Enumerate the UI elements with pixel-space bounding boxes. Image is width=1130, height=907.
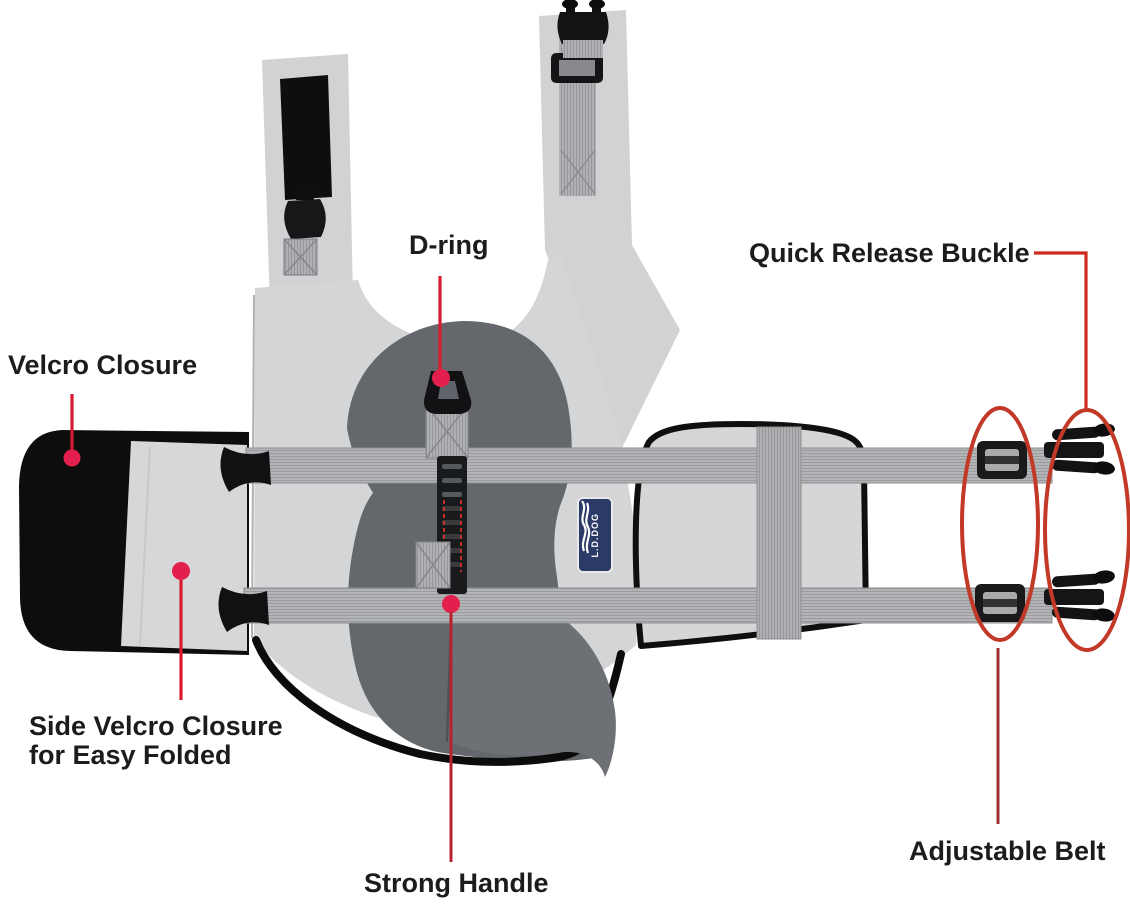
lower-belt-slider xyxy=(975,584,1025,622)
d-ring-label: D-ring xyxy=(409,230,489,260)
strong-handle-marker-dot xyxy=(442,595,460,613)
right-shoulder-strap xyxy=(539,0,680,448)
back-vertical-strap xyxy=(756,426,802,640)
logo-wave-icon xyxy=(581,500,591,554)
lower-belt xyxy=(244,588,1052,623)
top-quick-release-buckle xyxy=(557,0,609,58)
side-velcro-closure-label: Side Velcro Closure for Easy Folded xyxy=(29,712,283,770)
side-velcro-marker-dot xyxy=(172,562,190,580)
strong-handle-label: Strong Handle xyxy=(364,868,549,898)
strap-buckle-tab xyxy=(296,186,314,200)
shoulder-buckle xyxy=(284,199,326,239)
adjustable-belts xyxy=(243,447,1053,624)
annotation-overlay xyxy=(63,251,1130,862)
upper-belt-slider xyxy=(977,441,1027,479)
velcro-closure-label: Velcro Closure xyxy=(8,350,198,380)
velcro-closure-marker-dot xyxy=(63,449,81,467)
left-shoulder-strap xyxy=(262,54,353,308)
side-velcro-closure-label-line1: Side Velcro Closure xyxy=(29,711,283,741)
handle-assembly xyxy=(415,371,472,594)
flap-gray-panel xyxy=(121,441,247,651)
brand-logo-text: L.D.DOG xyxy=(589,512,600,558)
flap-crease xyxy=(139,446,151,645)
lower-belt-loop xyxy=(218,587,269,632)
upper-belt-loop xyxy=(220,447,271,492)
side-velcro-closure-label-line2: for Easy Folded xyxy=(29,739,232,770)
left-chest-flap xyxy=(19,430,249,655)
quick-release-highlight-ellipse xyxy=(1043,408,1130,652)
shoulder-velcro-strip xyxy=(280,75,332,200)
upper-belt xyxy=(246,448,1052,483)
adjustable-belt-highlight-ellipse xyxy=(960,406,1040,642)
adjustable-belt-label: Adjustable Belt xyxy=(909,836,1106,866)
quick-release-leader-line xyxy=(1034,251,1088,410)
lower-quick-release-buckle xyxy=(1044,570,1115,622)
d-ring-marker-dot xyxy=(432,369,450,387)
quick-release-buckle-label: Quick Release Buckle xyxy=(749,238,1030,268)
brand-logo-patch: L.D.DOG xyxy=(577,497,613,573)
